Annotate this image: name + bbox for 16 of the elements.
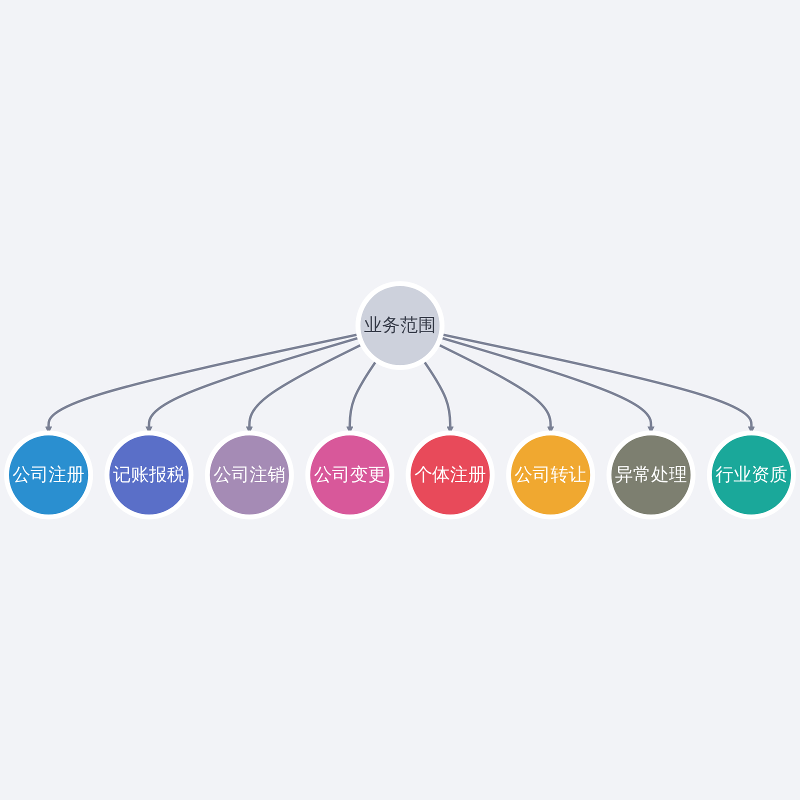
node-circle: 公司注销 [204,430,294,520]
arrow [346,360,378,433]
node-circle: 公司注册 [4,430,94,520]
arrow [45,332,360,433]
node-circle: 公司转让 [506,430,596,520]
node-circle: 行业资质 [706,430,796,520]
node-circle: 记账报税 [104,430,194,520]
arrow [246,342,363,433]
node-circle: 业务范围 [356,280,444,370]
arrow [440,332,755,433]
node-circle: 异常处理 [606,430,696,520]
node-circle: 个体注册 [406,430,495,520]
arrow [422,360,454,433]
arrow [437,342,554,433]
node-circle: 公司变更 [305,430,394,520]
arrow [145,336,360,433]
